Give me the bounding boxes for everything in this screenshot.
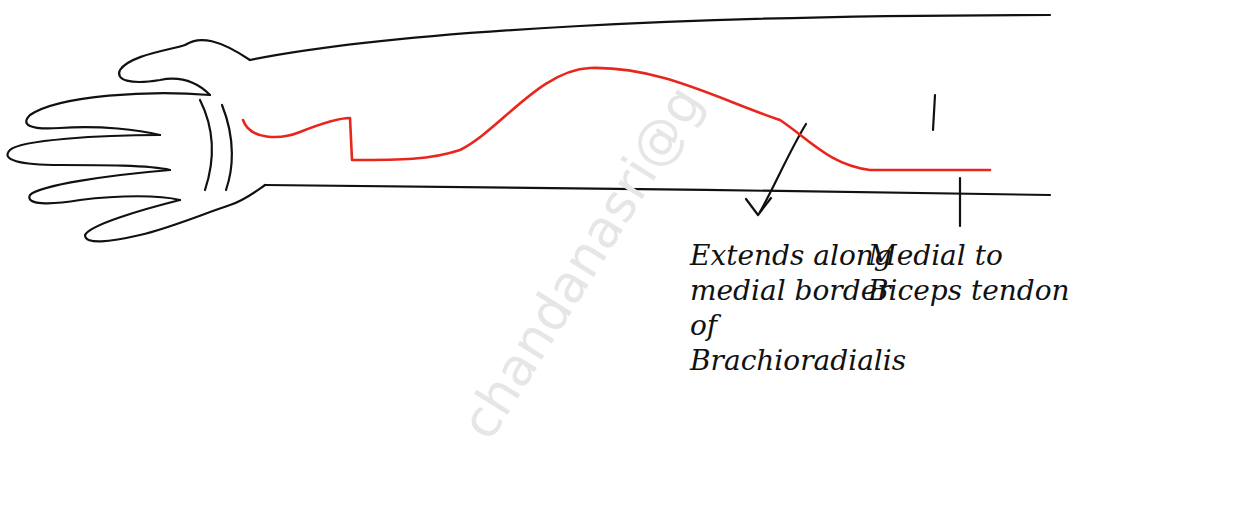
finger-outline xyxy=(85,185,265,241)
palm-crease xyxy=(200,100,212,190)
tick-mark xyxy=(933,95,935,130)
arrow-head xyxy=(746,198,771,215)
leader-line xyxy=(959,178,961,226)
finger-outline xyxy=(29,170,180,203)
pointer-arrow xyxy=(760,124,806,212)
thumb-outline xyxy=(119,40,250,95)
arm-outline xyxy=(250,15,1050,60)
palm-crease xyxy=(222,105,232,190)
finger-outline xyxy=(26,93,210,135)
finger-outline xyxy=(7,135,170,170)
annotation-text: Medial to Biceps tendon xyxy=(868,238,1103,308)
